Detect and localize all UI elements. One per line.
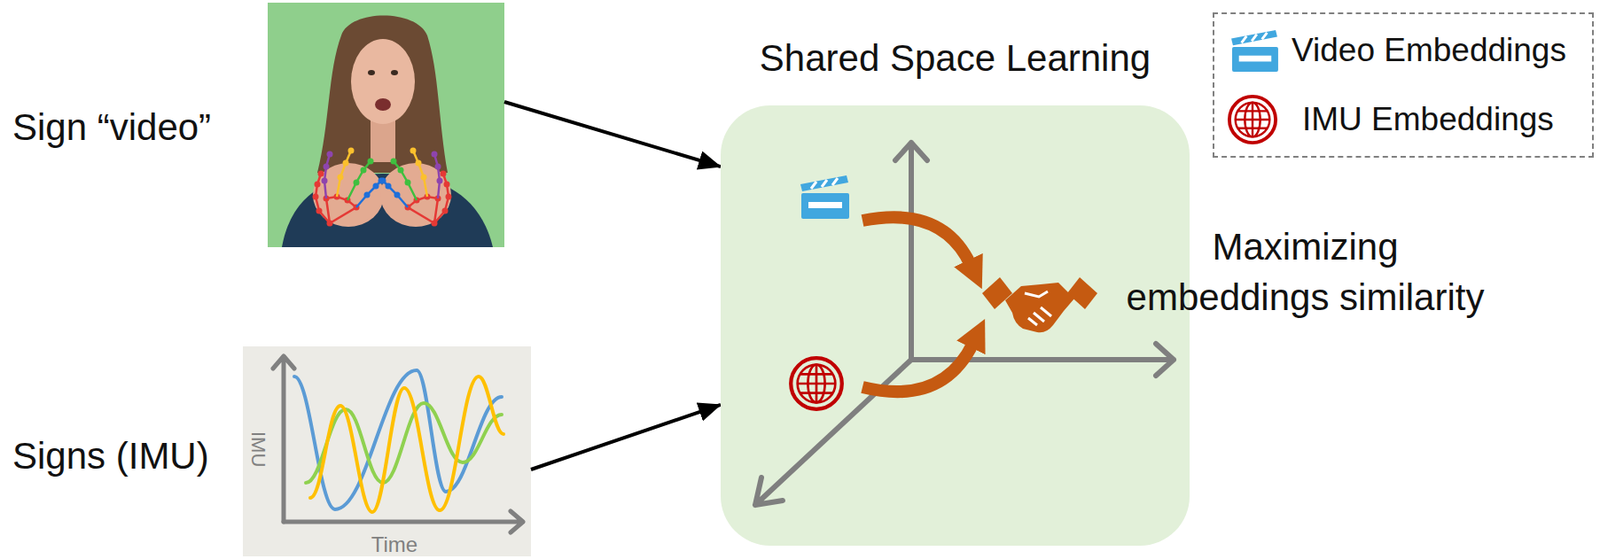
connector-arrow [504, 101, 721, 167]
axis-label: IMU [247, 431, 269, 468]
legend-icons [1229, 30, 1279, 143]
video-icon [1231, 30, 1279, 72]
axes [755, 142, 1174, 506]
imu-plot-node: Signs (IMU) [242, 346, 531, 557]
globe-icon [790, 358, 843, 410]
shared-space-illustration [720, 105, 1190, 547]
imu-plot [242, 346, 531, 557]
node-heading: Shared Space Learning [720, 36, 1190, 81]
video-frame-node: Sign “video” [267, 2, 505, 248]
handshake-icon [982, 277, 1098, 333]
video-frame [267, 2, 505, 248]
annotation: Maximizing embeddings similarity [1116, 221, 1494, 323]
node-heading: Signs (IMU) [12, 434, 235, 479]
legend-entry: Video Embeddings [1291, 31, 1567, 70]
legend-entry: IMU Embeddings [1302, 101, 1554, 139]
globe-icon [1229, 96, 1276, 143]
shared-space-region: Shared Space Learning [720, 105, 1190, 547]
node-heading: Sign “video” [12, 105, 252, 150]
axis-label: Time [367, 533, 422, 557]
curved-arrows [862, 217, 974, 392]
hand-keypoints [315, 150, 449, 224]
connector-arrow [530, 405, 721, 470]
video-icon [800, 175, 850, 219]
